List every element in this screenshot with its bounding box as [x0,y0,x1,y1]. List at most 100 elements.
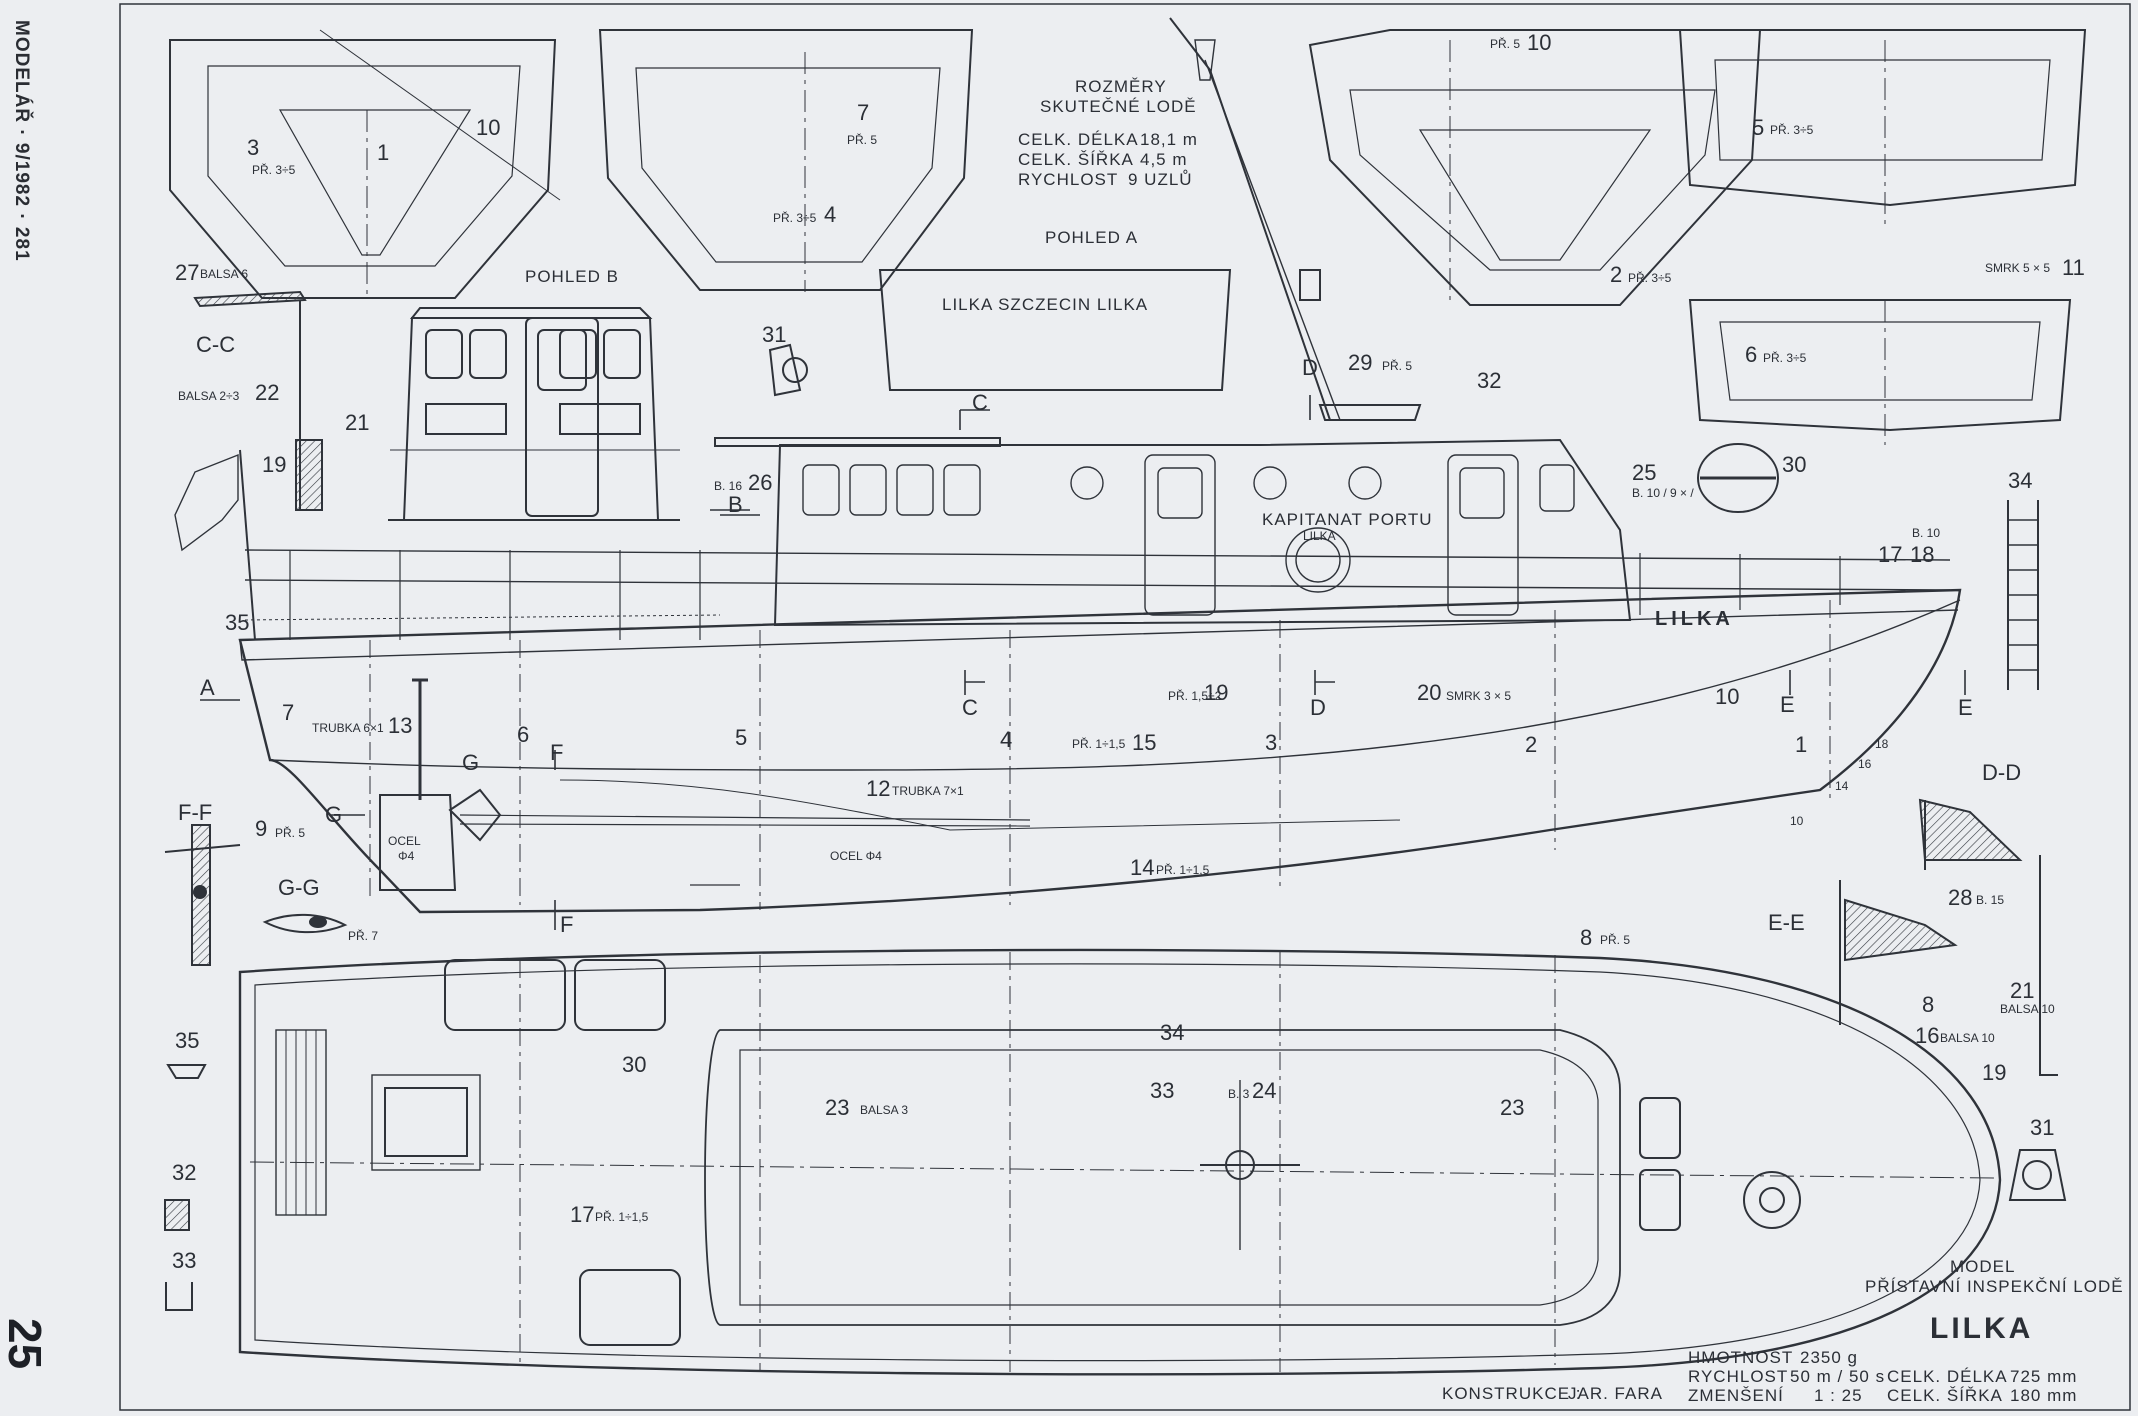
rear-view-cabin [388,307,680,521]
mat-9: PŘ. 5 [275,825,305,840]
section-markers [200,395,1966,930]
part-12: 12 [866,776,890,801]
frame-section-5 [1678,29,2087,225]
marker-c: C [962,695,978,720]
part-18-hull: 18 [1875,737,1889,751]
part-10-frame: 10 [476,115,500,140]
part-6-hull: 6 [517,722,529,747]
marker-a: A [200,675,215,700]
part-35: 35 [225,610,249,635]
mat-gg: PŘ. 7 [348,928,378,943]
part-30-plan: 30 [622,1052,646,1077]
section-dd-label: D-D [1982,760,2021,785]
mat-22: BALSA 2÷3 [178,389,240,403]
spec-speed-label: RYCHLOST [1688,1367,1788,1386]
section-ee-label: E-E [1768,910,1805,935]
mat-ocel-shaft: OCEL Φ4 [830,849,882,863]
mat-12: TRUBKA 7×1 [892,784,964,798]
part-23-aft: 23 [825,1095,849,1120]
section-ff-label: F-F [178,800,212,825]
mat-29: PŘ. 5 [1382,358,1412,373]
spec-scale-value: 1 : 25 [1814,1386,1863,1405]
section-gg-label: G-G [278,875,320,900]
part-34-ladder: 34 [2008,468,2032,493]
part-4-hull: 4 [1000,727,1012,752]
part-33-plan: 33 [1150,1078,1174,1103]
mat-19: PŘ. 1,5÷2 [1168,688,1222,703]
part-3: 3 [247,135,259,160]
spec-mass-label: HMOTNOST [1688,1348,1793,1367]
part-28: 28 [1948,885,1972,910]
marker-f-bottom: F [560,912,573,937]
mat-17: PŘ. 1÷1,5 [595,1209,649,1224]
part-10-bow: 10 [1790,814,1804,828]
label-pohled-b: POHLED B [525,267,619,286]
mat-13: TRUBKA 6×1 [312,721,384,735]
part-1-hull: 1 [1795,732,1807,757]
spec-length-value: 725 mm [2010,1367,2077,1386]
lifebuoy-text: LILKA [1303,529,1336,543]
mat-5: PŘ. 3÷5 [1770,122,1814,137]
name-board-text: LILKA SZCZECIN LILKA [942,295,1148,314]
part-2-frame: 2 [1610,262,1622,287]
dim-width-value: 4,5 m [1140,150,1188,169]
detail-ee [1839,880,1958,1025]
mat-25: B. 10 / 9 × / [1632,486,1694,500]
marker-f-top: F [550,740,563,765]
section-cc-label: C-C [196,332,235,357]
spec-length-label: CELK. DÉLKA [1887,1367,2008,1386]
part-19-cc: 19 [262,452,286,477]
hull-name: LILKA [1655,608,1734,630]
part-4-frame: 4 [824,202,836,227]
part-3-hull: 3 [1265,730,1277,755]
part-20: 20 [1417,680,1441,705]
part-27: 27 [175,260,199,285]
side-elevation [174,17,2039,914]
model-name: LILKA [1930,1312,2033,1345]
sheet-frame [119,3,2131,1411]
marker-e-2: E [1958,695,1973,720]
part-33-detail: 33 [172,1248,196,1273]
part-16-hull: 16 [1858,757,1872,771]
model-line-1: MODEL [1950,1257,2015,1276]
mat-ocel-rudder: OCEL [388,834,421,848]
mat-26: B. 16 [714,479,742,493]
part-23-fwd: 23 [1500,1095,1524,1120]
part-2-hull: 2 [1525,732,1537,757]
frame-section-3 [169,29,561,300]
part-17-plan: 17 [570,1202,594,1227]
mat-4: PŘ. 3÷5 [773,210,817,225]
mat-24: B. 3 [1228,1087,1250,1101]
dim-length-label: CELK. DÉLKA [1018,130,1139,149]
spec-speed-value: 50 m / 50 s [1790,1367,1885,1386]
mat-18: B. 10 [1912,526,1940,540]
dim-width-label: CELK. ŠÍŘKA [1018,150,1134,169]
cabin-text: KAPITANAT PORTU [1262,510,1433,529]
part-35-plan: 35 [175,1028,199,1053]
part-14: 14 [1130,855,1154,880]
part-32-detail: 32 [172,1160,196,1185]
part-19-dd: 19 [1982,1060,2006,1085]
detail-31-searchlight [2008,1149,2067,1201]
detail-dd [1918,798,2058,1076]
part-19-hull: 19 [1204,680,1228,705]
mat-2: PŘ. 3÷5 [1628,270,1672,285]
part-10-top: 10 [1527,30,1551,55]
mat-6: PŘ. 3÷5 [1763,350,1807,365]
part-21-dd: 21 [2010,978,2034,1003]
detail-gg [262,913,348,934]
part-18: 18 [1910,542,1934,567]
frame-section-6 [1688,299,2072,445]
mat-27: BALSA 6 [200,267,248,281]
marker-g-2: G [462,750,479,775]
part-24: 24 [1252,1078,1276,1103]
mat-10-top: PŘ. 5 [1490,36,1520,51]
mat-7-frame: PŘ. 5 [847,132,877,147]
part-6-frame: 6 [1745,342,1757,367]
part-15: 15 [1132,730,1156,755]
part-30: 30 [1782,452,1806,477]
mat-11: SMRK 5 × 5 [1985,261,2050,275]
part-7-frame: 7 [857,100,869,125]
